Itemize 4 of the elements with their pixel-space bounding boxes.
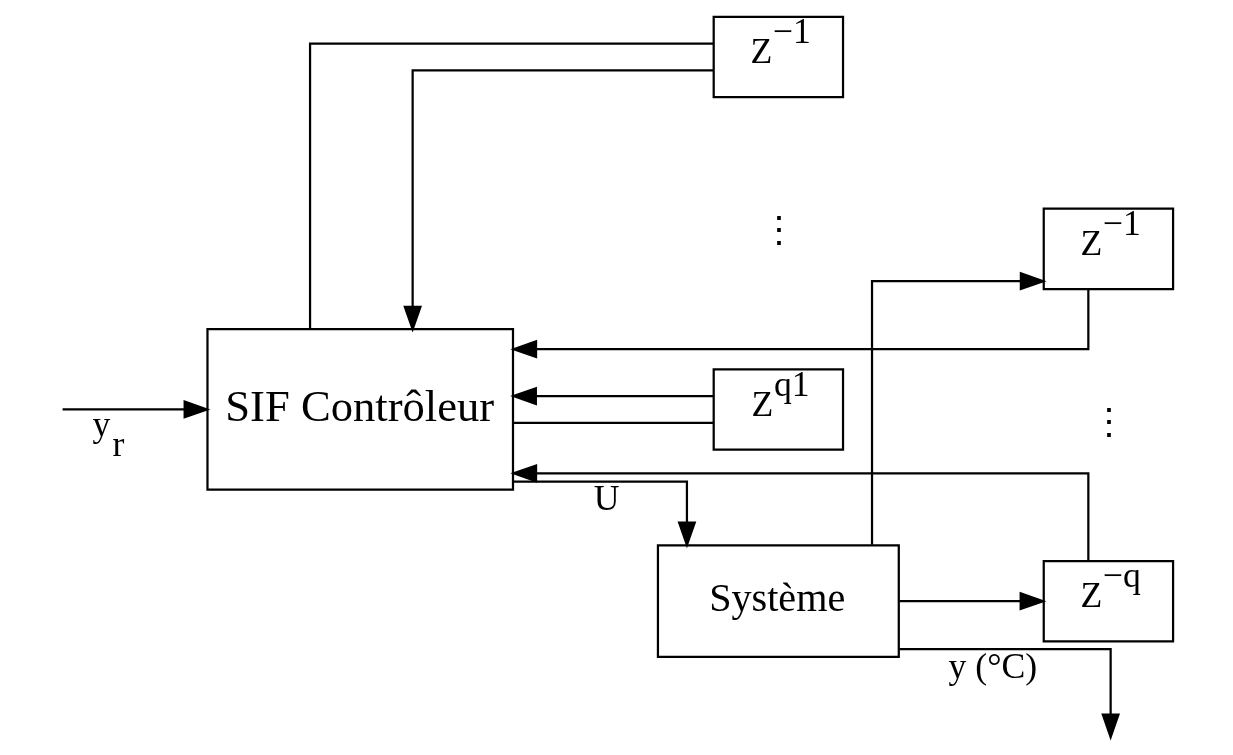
label: ⋮ bbox=[1090, 401, 1127, 442]
edge-label: y (°C) bbox=[948, 645, 1037, 686]
label: ⋮ bbox=[760, 209, 797, 250]
edge-label: U bbox=[593, 478, 620, 519]
